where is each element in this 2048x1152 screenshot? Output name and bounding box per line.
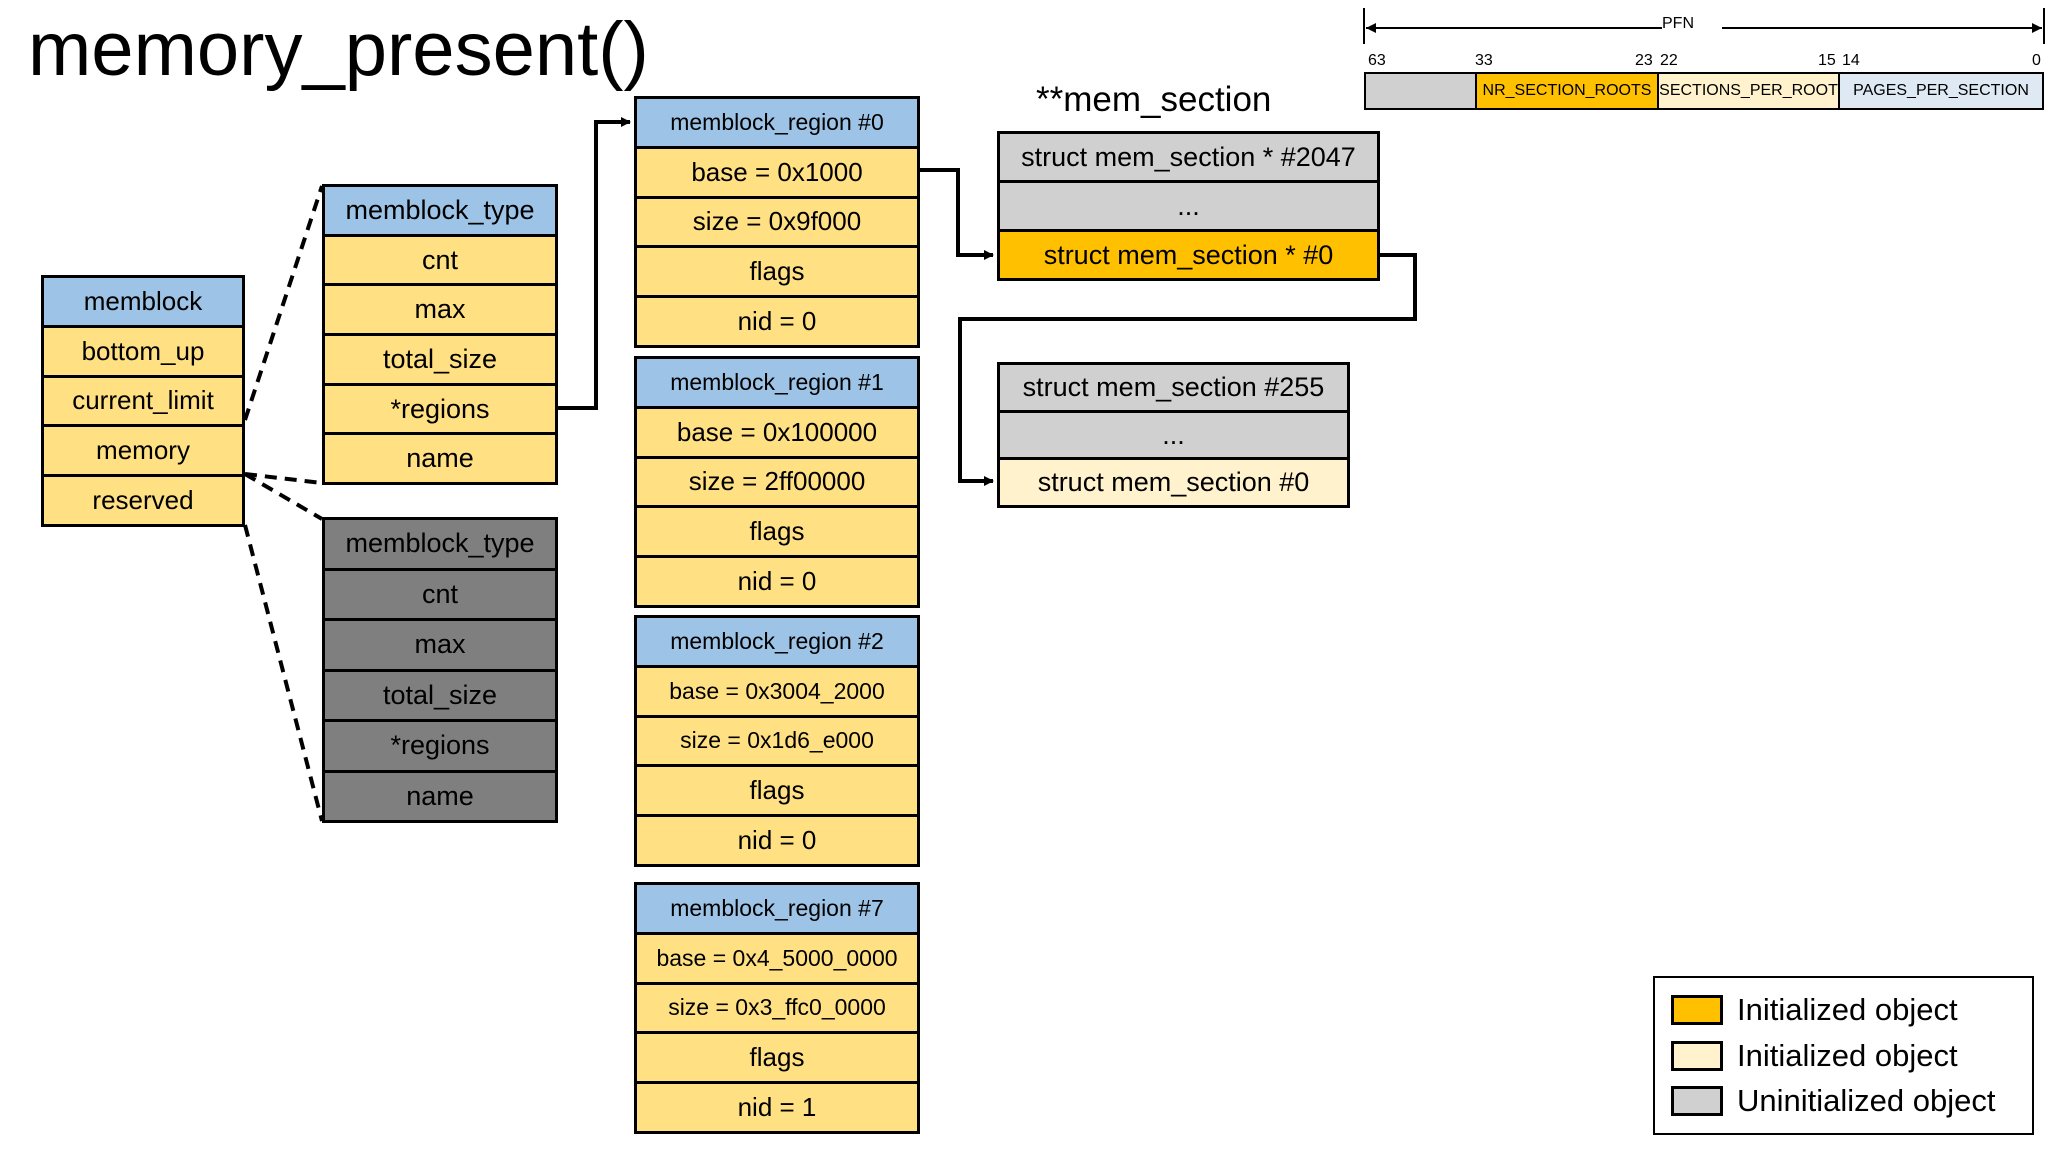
memblock-type-memory: memblock_type cnt max total_size *region…	[322, 184, 558, 485]
memblock-region-1: memblock_region #1 base = 0x100000 size …	[634, 356, 920, 608]
memblock-struct: memblock bottom_up current_limit memory …	[41, 275, 245, 527]
legend-swatch	[1671, 995, 1723, 1025]
dashed-link-reserved-bottom	[243, 524, 324, 822]
region-flags: flags	[637, 767, 917, 818]
memblock-type-reserved: memblock_type cnt max total_size *region…	[322, 517, 558, 823]
memblock-region-2: memblock_region #2 base = 0x3004_2000 si…	[634, 615, 920, 867]
dashed-link-memory-top	[243, 185, 324, 421]
region-flags: flags	[637, 1034, 917, 1085]
region-base: base = 0x100000	[637, 408, 917, 459]
mem-section-title: **mem_section	[1036, 80, 1272, 119]
mem-section-last: struct mem_section #255	[1000, 365, 1347, 413]
region-base: base = 0x1000	[637, 148, 917, 199]
region-header: memblock_region #1	[637, 359, 917, 409]
region-nid: nid = 1	[637, 1084, 917, 1131]
memblock-field-bottom-up: bottom_up	[44, 327, 242, 378]
memblock-type-reserved-name: name	[325, 772, 555, 820]
legend-item-initialized-cream: Initialized object	[1671, 1038, 2016, 1074]
region-header: memblock_region #7	[637, 885, 917, 935]
memblock-field-current-limit: current_limit	[44, 377, 242, 428]
pfn-layout: PFN 63 33 23 22 15 14 0 NR_SECTION_ROOTS…	[1362, 0, 2048, 115]
region-header: memblock_region #2	[637, 618, 917, 668]
memblock-type-reserved-cnt: cnt	[325, 570, 555, 621]
region-size: size = 2ff00000	[637, 458, 917, 509]
memblock-header: memblock	[44, 278, 242, 328]
pfn-bit-15: 15	[1818, 52, 1836, 69]
region-nid: nid = 0	[637, 558, 917, 605]
region-nid: nid = 0	[637, 298, 917, 345]
legend: Initialized object Initialized object Un…	[1653, 976, 2034, 1135]
memblock-type-memory-header: memblock_type	[325, 187, 555, 237]
memblock-field-memory: memory	[44, 427, 242, 478]
pfn-bit-bar: NR_SECTION_ROOTS SECTIONS_PER_ROOT PAGES…	[1364, 72, 2044, 110]
mem-section-root-first: struct mem_section * #0	[1000, 232, 1377, 278]
pfn-segment-nr-section-roots: NR_SECTION_ROOTS	[1477, 74, 1659, 108]
pfn-bit-0: 0	[2032, 52, 2041, 69]
memblock-type-memory-total-size: total_size	[325, 336, 555, 386]
region-size: size = 0x9f000	[637, 198, 917, 249]
memblock-type-memory-max: max	[325, 286, 555, 337]
legend-item-initialized-orange: Initialized object	[1671, 992, 2016, 1028]
legend-item-uninitialized: Uninitialized object	[1671, 1083, 2016, 1119]
mem-section-root-last: struct mem_section * #2047	[1000, 134, 1377, 183]
region-to-root-arrow	[920, 168, 994, 260]
pfn-bit-14: 14	[1842, 52, 1860, 69]
pfn-segment-sections-per-root: SECTIONS_PER_ROOT	[1659, 74, 1840, 108]
legend-label: Uninitialized object	[1737, 1083, 1996, 1118]
legend-swatch	[1671, 1040, 1723, 1071]
memblock-region-7: memblock_region #7 base = 0x4_5000_0000 …	[634, 882, 920, 1134]
regions-pointer-arrow	[558, 117, 631, 410]
pfn-segment-unused	[1366, 74, 1477, 108]
legend-label: Initialized object	[1737, 992, 1958, 1027]
region-flags: flags	[637, 508, 917, 559]
memblock-type-reserved-header: memblock_type	[325, 520, 555, 571]
memblock-type-memory-name: name	[325, 435, 555, 483]
mem-section-root-array: struct mem_section * #2047 ... struct me…	[997, 131, 1380, 281]
region-size: size = 0x1d6_e000	[637, 717, 917, 768]
region-flags: flags	[637, 248, 917, 299]
memblock-type-reserved-max: max	[325, 621, 555, 672]
dashed-link-memory-bottom	[244, 472, 323, 485]
mem-section-root-ellipsis: ...	[1000, 183, 1377, 232]
pfn-bit-22: 22	[1660, 52, 1678, 69]
region-nid: nid = 0	[637, 817, 917, 864]
region-size: size = 0x3_ffc0_0000	[637, 984, 917, 1035]
dashed-link-reserved-top	[243, 472, 324, 521]
mem-section-ellipsis: ...	[1000, 412, 1347, 461]
page-title: memory_present()	[28, 7, 649, 92]
legend-label: Initialized object	[1737, 1037, 1958, 1073]
region-header: memblock_region #0	[637, 99, 917, 149]
memblock-field-reserved: reserved	[44, 477, 242, 524]
pfn-label: PFN	[1662, 15, 1694, 32]
root-to-section-arrow	[958, 253, 1417, 486]
memblock-type-reserved-total-size: total_size	[325, 671, 555, 722]
memblock-type-reserved-regions: *regions	[325, 722, 555, 773]
mem-section-first: struct mem_section #0	[1000, 460, 1347, 506]
pfn-segment-pages-per-section: PAGES_PER_SECTION	[1840, 74, 2042, 108]
memblock-type-memory-regions: *regions	[325, 385, 555, 436]
pfn-bit-23: 23	[1635, 52, 1653, 69]
memblock-region-0: memblock_region #0 base = 0x1000 size = …	[634, 96, 920, 348]
memblock-type-memory-cnt: cnt	[325, 236, 555, 287]
mem-section-array: struct mem_section #255 ... struct mem_s…	[997, 362, 1350, 508]
region-base: base = 0x3004_2000	[637, 667, 917, 718]
region-base: base = 0x4_5000_0000	[637, 934, 917, 985]
legend-swatch	[1671, 1086, 1723, 1116]
pfn-range-arrow	[1363, 8, 2045, 44]
pfn-bit-63: 63	[1368, 52, 1386, 69]
pfn-bit-33: 33	[1475, 52, 1493, 69]
